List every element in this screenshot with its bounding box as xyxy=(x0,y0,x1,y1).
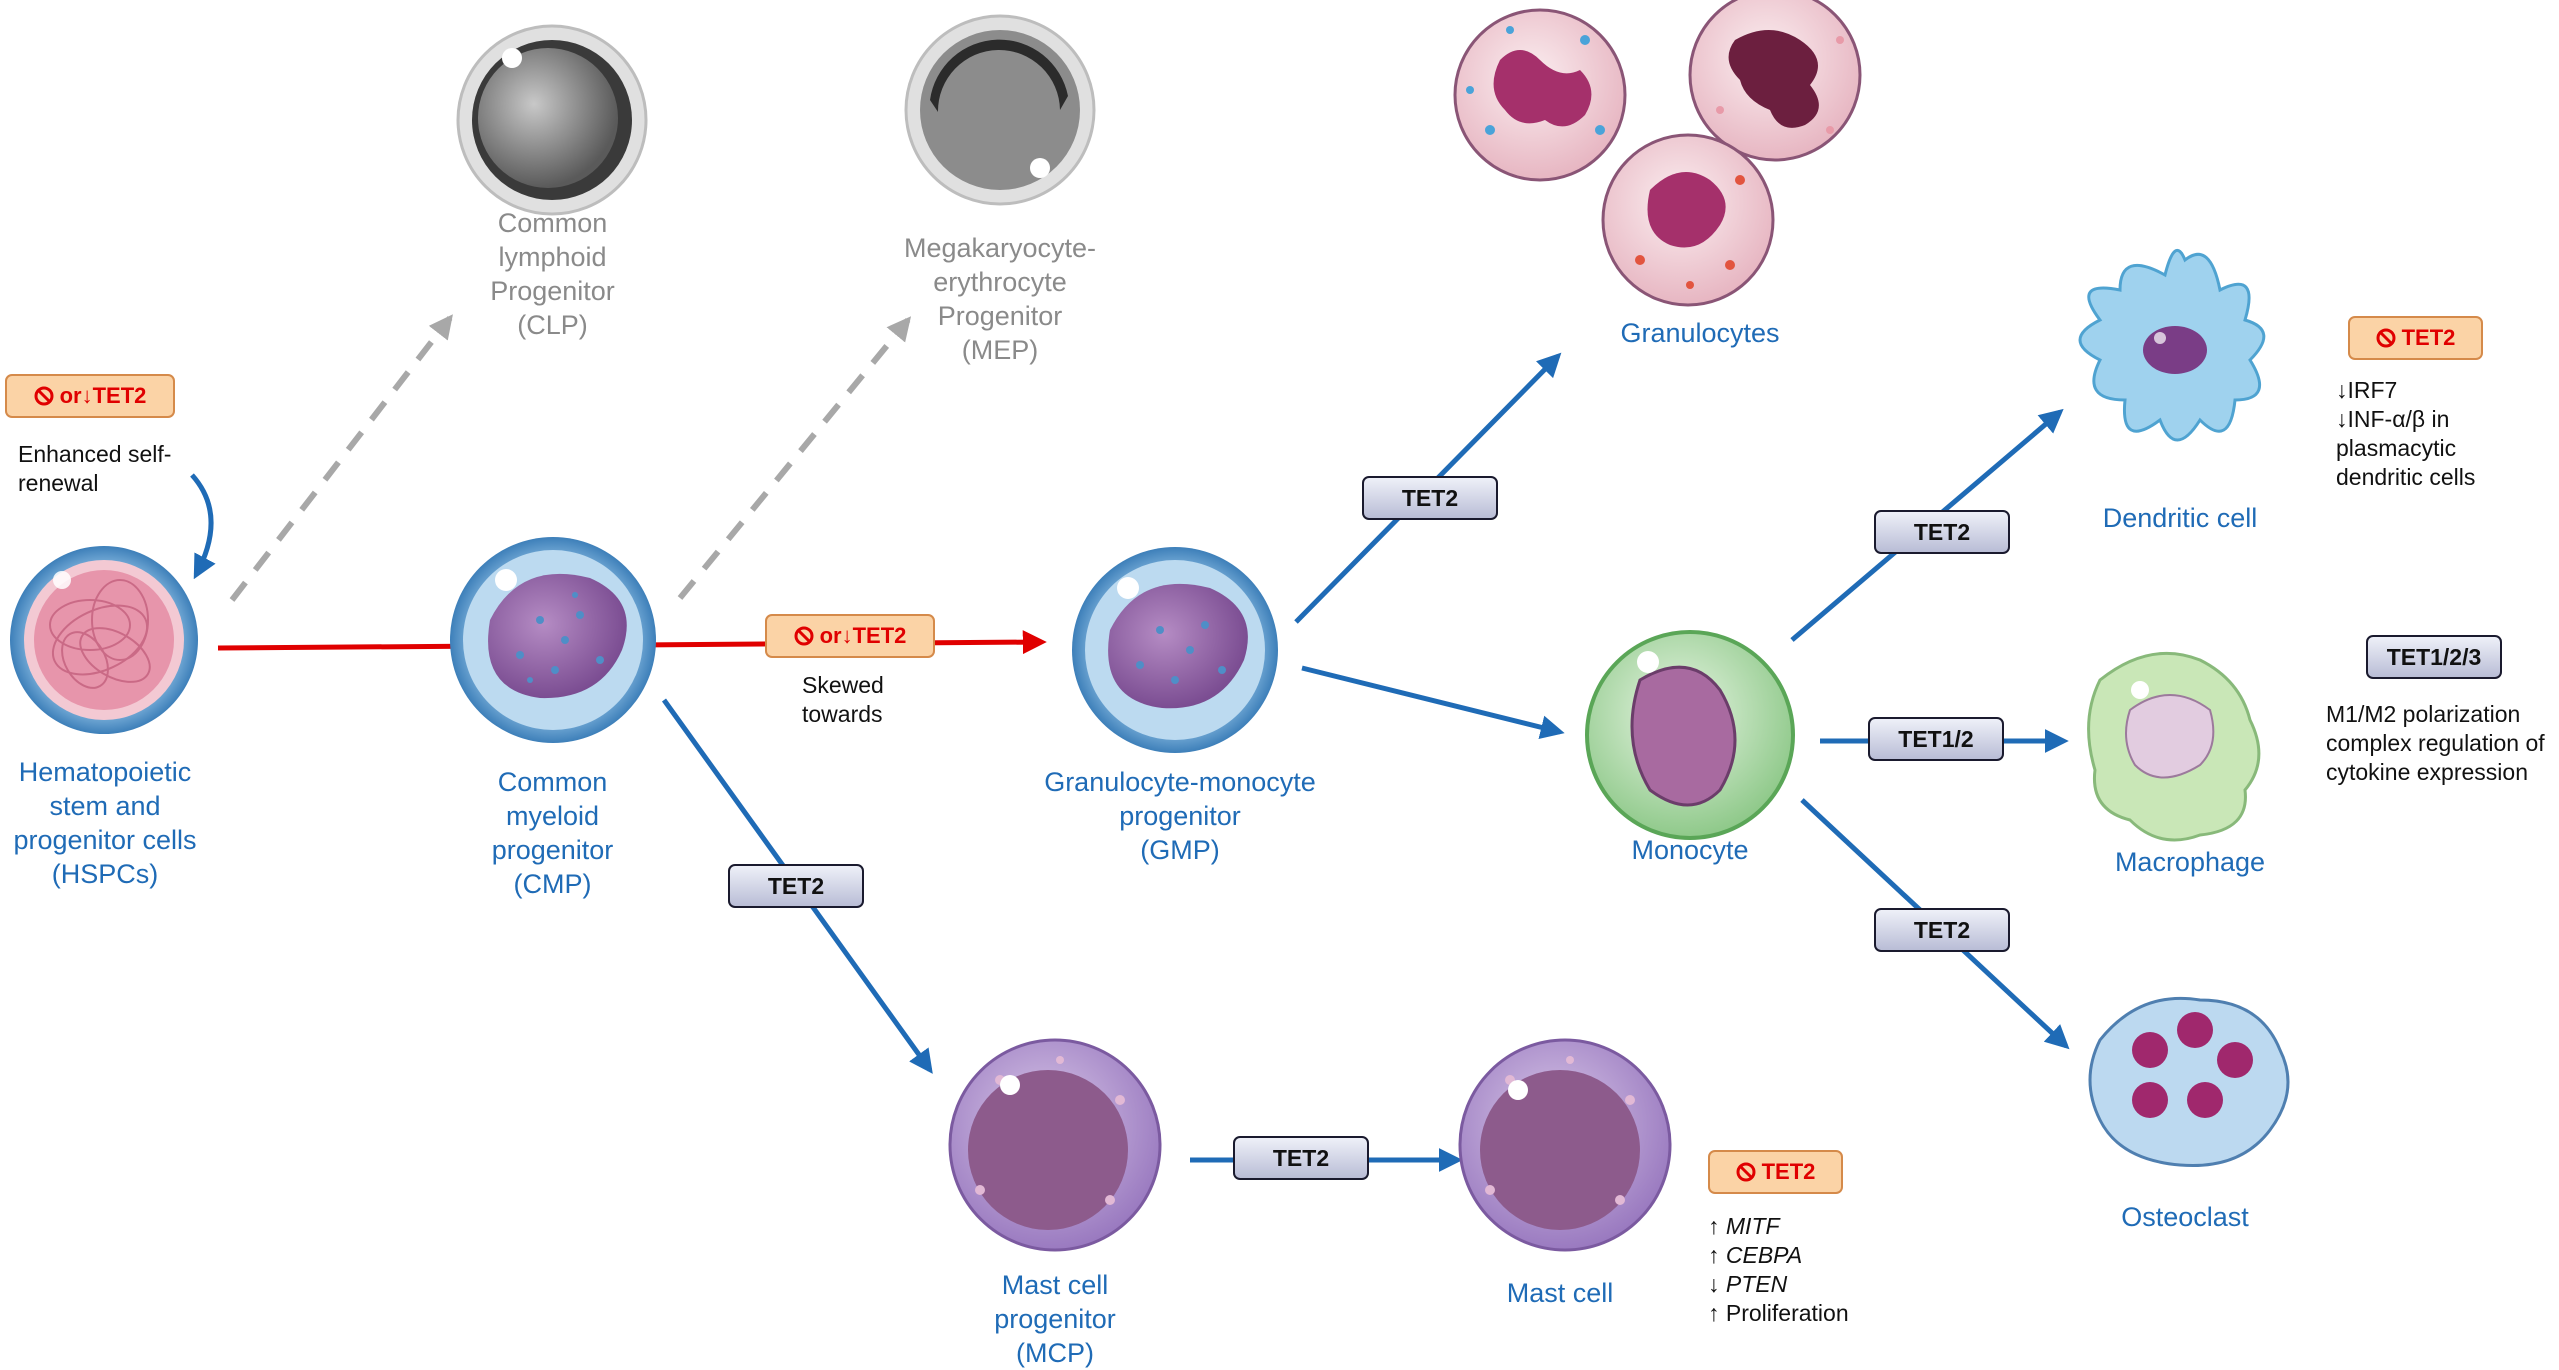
monocyte-macrophage-tet12-badge: TET1/2 xyxy=(1868,717,2004,761)
mast-note-line: ↑ CEBPA xyxy=(1708,1241,1908,1270)
macrophage-note: M1/M2 polarization complex regulation of… xyxy=(2326,701,2545,785)
no-entry-icon xyxy=(1736,1162,1756,1182)
monocyte-label: Monocyte xyxy=(1631,835,1749,865)
monocyte-cell xyxy=(1585,630,1795,840)
cmp-cell xyxy=(450,537,656,743)
hspc-tet2-loss-text: or↓TET2 xyxy=(59,383,147,408)
mcp-label: Mast cell progenitor (MCP) xyxy=(994,1270,1116,1368)
mep-cell xyxy=(904,14,1096,206)
gmp-granulocyte-tet2-badge: TET2 xyxy=(1362,476,1498,520)
mast-tet2-loss-badge: TET2 xyxy=(1708,1150,1843,1194)
clp-label: Common lymphoid Progenitor (CLP) xyxy=(490,208,615,340)
cmp-note: Skewed towards xyxy=(802,672,884,727)
mast-label: Mast cell xyxy=(1506,1278,1614,1308)
granulocytes-label: Granulocytes xyxy=(1620,318,1780,348)
mast-note-text: MITF xyxy=(1725,1213,1780,1239)
mast-note-text: PTEN xyxy=(1725,1271,1788,1297)
macrophage-tet123-badge: TET1/2/3 xyxy=(2366,635,2502,679)
mast-note-arrow: ↓ xyxy=(1708,1271,1726,1297)
no-entry-icon xyxy=(2376,328,2396,348)
osteoclast-cell xyxy=(2088,996,2290,1168)
cmp-label: Common myeloid progenitor (CMP) xyxy=(491,767,614,899)
gmp-label: Granulocyte-monocyte progenitor (GMP) xyxy=(1044,767,1316,865)
cmp-tet2-loss-text: or↓TET2 xyxy=(819,623,907,648)
cmp-mcp-tet2-badge: TET2 xyxy=(728,864,864,908)
mast-cell xyxy=(1458,1038,1672,1252)
dendritic-note: ↓IRF7 ↓INF-α/β in plasmacytic dendritic … xyxy=(2336,377,2476,490)
monocyte-dendritic-tet2-badge: TET2 xyxy=(1874,510,2010,554)
mep-label: Megakaryocyte- erythrocyte Progenitor (M… xyxy=(903,233,1097,365)
hspc-cell xyxy=(10,546,198,734)
mast-note: ↑ MITF↑ CEBPA↓ PTEN↑ Proliferation xyxy=(1708,1212,1908,1328)
hspc-tet2-loss-badge: or↓TET2 xyxy=(5,374,175,418)
macrophage-cell xyxy=(2087,651,2261,842)
no-entry-icon xyxy=(34,386,54,406)
self-renewal-arrow xyxy=(190,473,216,580)
gmp-to-monocyte-arrow xyxy=(1301,665,1565,740)
osteoclast-label: Osteoclast xyxy=(2121,1202,2249,1232)
dendritic-label: Dendritic cell xyxy=(2102,503,2258,533)
hspc-note: Enhanced self- renewal xyxy=(18,441,172,496)
mast-tet2-loss-text: TET2 xyxy=(1761,1159,1816,1184)
cmp-tet2-loss-badge: or↓TET2 xyxy=(765,614,935,658)
dendritic-tet2-loss-text: TET2 xyxy=(2401,325,2456,350)
mcp-cell xyxy=(948,1038,1162,1252)
monocyte-osteoclast-tet2-badge: TET2 xyxy=(1874,908,2010,952)
granulocyte-cells xyxy=(1453,0,1862,307)
mast-note-line: ↑ Proliferation xyxy=(1708,1299,1908,1328)
clp-cell xyxy=(456,24,648,216)
mast-note-line: ↓ PTEN xyxy=(1708,1270,1908,1299)
no-entry-icon xyxy=(794,626,814,646)
dendritic-cell xyxy=(2078,248,2266,442)
mast-note-arrow: ↑ xyxy=(1708,1213,1726,1239)
mast-note-arrow: ↑ xyxy=(1708,1242,1726,1268)
hspc-to-clp-arrow xyxy=(229,314,453,602)
mast-note-arrow: ↑ xyxy=(1708,1300,1726,1326)
hspc-label: Hematopoietic stem and progenitor cells … xyxy=(13,757,197,889)
mcp-mast-tet2-badge: TET2 xyxy=(1233,1136,1369,1180)
mast-note-line: ↑ MITF xyxy=(1708,1212,1908,1241)
mast-note-text: CEBPA xyxy=(1725,1242,1803,1268)
cmp-to-mep-arrow xyxy=(677,316,912,600)
gmp-cell xyxy=(1072,547,1278,753)
macrophage-label: Macrophage xyxy=(2114,847,2266,877)
mast-note-text: Proliferation xyxy=(1725,1300,1849,1326)
dendritic-tet2-loss-badge: TET2 xyxy=(2348,316,2483,360)
